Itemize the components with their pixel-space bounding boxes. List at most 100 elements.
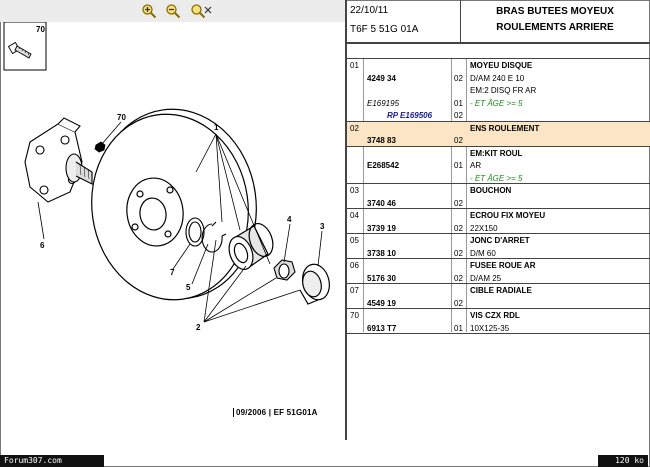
part-row[interactable]: 04 ECROU FIX MOYEU 3739 19 02 22X150 [347, 208, 650, 234]
callout-7: 7 [170, 268, 175, 277]
part-description: EM:KIT ROUL [470, 148, 523, 158]
part-number: E268542 [367, 161, 400, 170]
part-ref: 01 [350, 61, 359, 70]
part-row[interactable]: 70 VIS CZX RDL 6913 T7 01 10X125-35 [347, 308, 650, 334]
circlip-part [201, 221, 227, 253]
part-quantity: 02 [454, 136, 463, 145]
part-quantity: 02 [454, 248, 463, 258]
part-description: FUSEE ROUE AR [470, 261, 536, 270]
zoom-toolbar [0, 0, 345, 22]
file-size: 120 ko [598, 455, 648, 467]
callout-4: 4 [287, 215, 292, 224]
parts-header: 22/10/11 T6F 5 51G 01A BRAS BUTEES MOYEU… [347, 0, 650, 44]
part-description: VIS CZX RDL [470, 311, 520, 320]
callout-5: 5 [186, 283, 191, 292]
part-number: 4249 34 [367, 73, 396, 83]
part-number: 6913 T7 [367, 323, 397, 333]
zoom-in-icon[interactable] [140, 3, 158, 19]
part-quantity: 02 [454, 223, 463, 233]
pane-divider [345, 0, 347, 440]
callout-labels: 1 2 3 4 5 6 7 70 [40, 113, 325, 332]
part-description: CIBLE RADIALE [470, 286, 532, 295]
part-condition: - ET ÂGE >= 5 [470, 98, 523, 108]
zoom-out-icon[interactable] [164, 3, 182, 19]
part-number: RP E169506 [387, 111, 433, 120]
part-description: BOUCHON [470, 186, 512, 195]
page-subtitle: ROULEMENTS ARRIERE [496, 22, 614, 33]
part-ref: 03 [350, 186, 359, 195]
part-quantity: 01 [454, 323, 463, 333]
part-number: 4549 19 [367, 298, 396, 308]
header-separator [460, 0, 461, 42]
part-ref: 05 [350, 236, 359, 245]
part-description: ECROU FIX MOYEU [470, 211, 546, 220]
part-number: 3738 10 [367, 248, 396, 258]
stub-axle-part [24, 117, 93, 203]
part-row[interactable]: 07 CIBLE RADIALE 4549 19 02 [347, 283, 650, 309]
part-row[interactable]: EM:KIT ROUL E268542 01 AR - ET ÂGE >= 5 [347, 145, 650, 185]
part-ref: 06 [350, 261, 359, 270]
part-row[interactable]: 01 MOYEU DISQUE 4249 34 02 D/AM 240 E 10 EM:2… [347, 58, 650, 122]
part-quantity: 01 [454, 161, 463, 170]
inset-box: 70 [3, 22, 47, 71]
column-line-partno [451, 58, 452, 332]
bearing-part [228, 222, 274, 271]
status-bar: Forum307.com 120 ko [0, 455, 650, 467]
column-line-qty [466, 58, 467, 332]
part-ref: 02 [350, 123, 359, 133]
screw-icon [7, 41, 32, 59]
callout-3: 3 [320, 222, 325, 231]
part-number: 3739 19 [367, 223, 396, 233]
part-description: D/AM 240 E 10 [470, 73, 525, 83]
part-description: D/M 60 [470, 248, 496, 258]
part-description: MOYEU DISQUE [470, 61, 533, 70]
part-row[interactable]: 06 FUSEE ROUE AR 5176 30 02 D/AM 25 [347, 258, 650, 284]
part-description: ENS ROULEMENT [470, 123, 540, 133]
diagram-reference-stamp: 09/2006 | EF 51G01A [233, 408, 318, 418]
zoom-reset-icon[interactable] [190, 3, 214, 19]
part-description: 22X150 [470, 223, 498, 233]
part-quantity: 02 [454, 73, 463, 83]
leader-lines [37, 121, 323, 323]
callout-1: 1 [214, 123, 219, 132]
column-line-ref [363, 58, 364, 332]
catalog-code: T6F 5 51G 01A [350, 24, 419, 35]
part-quantity: 02 [454, 298, 463, 308]
part-description: 10X125-35 [470, 323, 510, 333]
part-quantity: 02 [454, 111, 463, 120]
part-number: E169195 [367, 98, 400, 108]
part-ref: 70 [350, 311, 359, 320]
part-number: 3740 46 [367, 198, 396, 208]
callout-70: 70 [117, 113, 126, 122]
site-watermark: Forum307.com [0, 455, 104, 467]
catalog-date: 22/10/11 [350, 5, 389, 16]
part-quantity: 02 [454, 198, 463, 208]
wheel-screw-part [94, 141, 106, 153]
inset-label: 70 [36, 25, 45, 34]
exploded-diagram: 70 [3, 22, 330, 332]
part-number: 3748 83 [367, 136, 396, 145]
target-ring-part [185, 217, 205, 247]
part-quantity: 01 [454, 98, 463, 108]
callout-2: 2 [196, 323, 201, 332]
part-description: EM:2 DISQ FR AR [470, 86, 537, 95]
part-description: D/AM 25 [470, 273, 502, 283]
part-row[interactable]: 05 JONC D'ARRET 3738 10 02 D/M 60 [347, 233, 650, 259]
dust-cap-part [299, 263, 330, 305]
part-row[interactable]: 02 ENS ROULEMENT 3748 83 02 [347, 120, 650, 147]
hub-nut-part [273, 259, 296, 281]
brake-disc-part [91, 108, 257, 301]
part-number: 5176 30 [367, 273, 396, 283]
part-condition: - ET ÂGE >= 5 [470, 173, 523, 183]
part-description: AR [470, 161, 482, 170]
part-description: JONC D'ARRET [470, 236, 530, 245]
part-ref: 04 [350, 211, 359, 220]
page-title: BRAS BUTEES MOYEUX [496, 6, 614, 17]
part-ref: 07 [350, 286, 359, 295]
parts-list: 01 MOYEU DISQUE 4249 34 02 D/AM 240 E 10 EM:2… [347, 58, 650, 334]
diagram-pane: 70 [0, 0, 345, 430]
part-quantity: 02 [454, 273, 463, 283]
part-row[interactable]: 03 BOUCHON 3740 46 02 [347, 183, 650, 209]
parts-list-end-rule [347, 333, 650, 334]
callout-6: 6 [40, 241, 45, 250]
